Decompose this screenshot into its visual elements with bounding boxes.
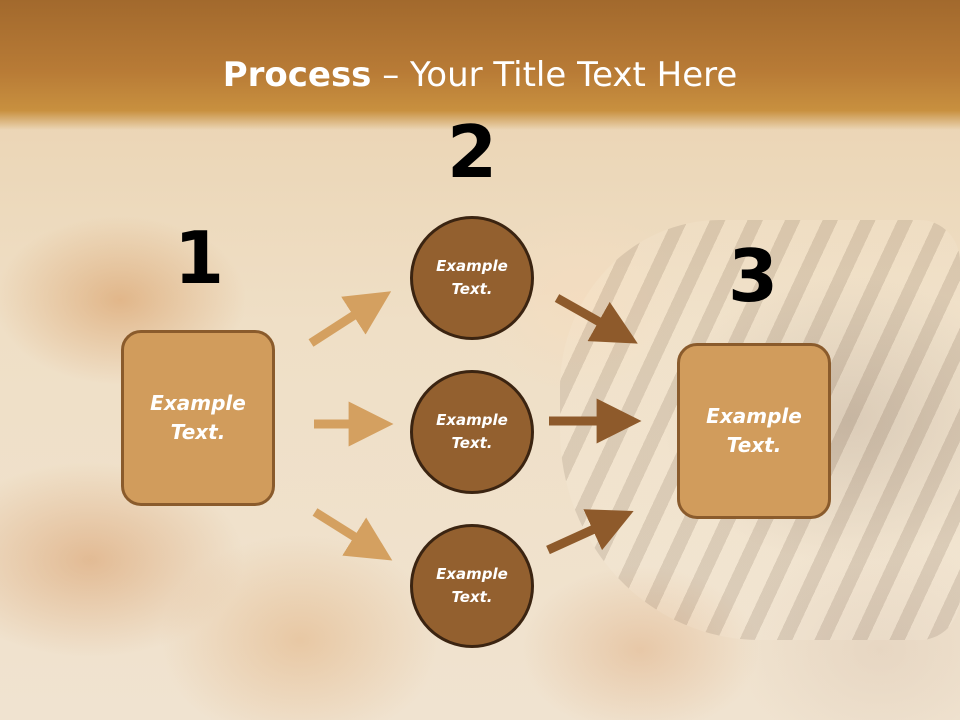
step-2-circle-bottom[interactable]: Example Text. [410, 524, 534, 648]
arrow-1-to-top-circle [308, 291, 392, 347]
step-2-circle-top[interactable]: Example Text. [410, 216, 534, 340]
circle-bottom-text: Example Text. [436, 565, 508, 606]
step-number-3: 3 [727, 234, 779, 318]
step-1-box-text: Example Text. [150, 391, 246, 444]
arrow-top-circle-to-3 [554, 294, 638, 344]
arrow-1-to-bottom-circle [312, 508, 393, 561]
slide-title: Process – Your Title Text Here [0, 52, 960, 98]
step-2-circle-middle[interactable]: Example Text. [410, 370, 534, 494]
circle-middle-text: Example Text. [436, 411, 508, 452]
step-number-2: 2 [446, 110, 498, 194]
step-1-box[interactable]: Example Text. [121, 330, 275, 506]
step-3-box[interactable]: Example Text. [677, 343, 831, 519]
step-number-1: 1 [173, 216, 225, 300]
step-3-box-text: Example Text. [706, 404, 802, 457]
arrow-bottom-circle-to-3 [546, 509, 634, 555]
circle-top-text: Example Text. [436, 257, 508, 298]
title-rest: – Your Title Text Here [371, 55, 738, 95]
title-band [0, 0, 960, 130]
title-bold: Process [222, 55, 372, 95]
